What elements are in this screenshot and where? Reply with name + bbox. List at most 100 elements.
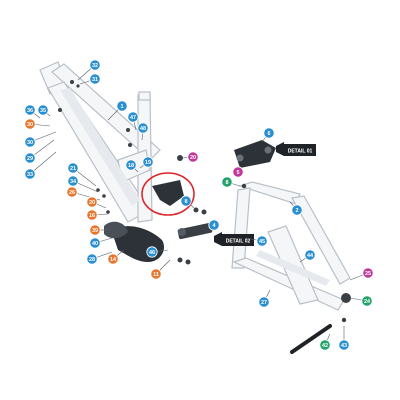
seat-tube-top [138, 91, 151, 101]
callout-number: 42 [322, 343, 328, 349]
callout-bubble [89, 73, 101, 85]
callout-number: 34 [70, 179, 77, 185]
callout-19: 19 [142, 156, 154, 168]
callout-number: 27 [261, 300, 267, 306]
callout-bubble [66, 186, 78, 198]
callout-bubble [24, 152, 36, 164]
detail-02-arrow [214, 232, 222, 246]
main-frame [39, 61, 161, 223]
callout-bubble [361, 295, 373, 307]
bolt [58, 108, 62, 112]
callout-bubble [67, 175, 79, 187]
seatstay-right [291, 195, 351, 285]
callout-47: 47 [127, 111, 139, 123]
callout-28: 28 [86, 253, 98, 265]
callout-number: 16 [89, 213, 95, 219]
callout-34: 34 [67, 175, 79, 187]
callout-number: 40 [92, 241, 98, 247]
callout-bubble [89, 224, 101, 236]
rear-axle [290, 324, 332, 354]
callout-bubble [116, 100, 128, 112]
callout-number: 19 [145, 160, 151, 166]
callout-45: 45 [256, 235, 268, 247]
callout-number: 47 [130, 115, 136, 121]
callout-bubble [137, 122, 149, 134]
callout-36: 36 [24, 104, 36, 116]
callout-bubble [304, 249, 316, 261]
callout-20: 20 [86, 196, 98, 208]
callout-bubble [221, 176, 233, 188]
callout-bubble [86, 209, 98, 221]
bolt [106, 210, 110, 214]
rocker-pivot-b [264, 146, 272, 154]
callout-bubble [263, 127, 275, 139]
callout-bubble [258, 296, 270, 308]
callout-bubble [146, 246, 158, 258]
callout-number: 48 [140, 126, 146, 132]
callout-46: 46 [146, 246, 158, 258]
down-tube-shade [60, 88, 140, 206]
callout-18: 18 [125, 159, 137, 171]
callout-bubble [24, 168, 36, 180]
callout-number: 43 [341, 343, 347, 349]
dropout [341, 293, 351, 303]
bolt [126, 128, 130, 132]
callout-35: 35 [37, 104, 49, 116]
callout-27: 27 [258, 296, 270, 308]
callout-bubble [24, 136, 36, 148]
detail-02-box [222, 234, 254, 246]
rocker-body [234, 140, 276, 168]
washer [177, 257, 183, 263]
detail-01-arrow [276, 142, 284, 156]
callout-bubble [89, 237, 101, 249]
top-tube [51, 63, 161, 161]
callout-48: 48 [137, 122, 149, 134]
callout-number: 29 [27, 156, 33, 162]
shock-eyelet-a [178, 228, 186, 236]
callout-number: 18 [128, 163, 134, 169]
callout-number: 24 [364, 299, 371, 305]
callout-24: 24 [361, 295, 373, 307]
callout-bubble [142, 156, 154, 168]
callout-bubble [125, 159, 137, 171]
callout-number: 14 [110, 257, 117, 263]
seatstay-top [238, 181, 301, 205]
callout-8: 8 [221, 176, 233, 188]
callout-26: 26 [66, 186, 78, 198]
washer [201, 209, 207, 215]
callout-number: 26 [69, 190, 75, 196]
callout-42: 42 [319, 339, 331, 351]
callout-bubble [107, 253, 119, 265]
motor-bracket [104, 221, 128, 239]
callout-bubble [150, 268, 162, 280]
bolt [102, 194, 106, 198]
callout-number: 36 [27, 108, 33, 114]
callout-bubble [319, 339, 331, 351]
shock-body [177, 222, 213, 240]
callout-30: 30 [24, 118, 36, 130]
callout-43: 43 [338, 339, 350, 351]
rear-triangle [231, 181, 351, 311]
callout-number: 30 [27, 122, 33, 128]
callout-bubble [187, 151, 199, 163]
callout-number: 5 [236, 170, 239, 176]
callout-8: 8 [180, 195, 192, 207]
callout-11: 11 [150, 268, 162, 280]
bolt [96, 188, 100, 192]
callout-2: 2 [291, 204, 303, 216]
callout-number: 20 [190, 155, 196, 161]
callout-20: 20 [187, 151, 199, 163]
bolt [177, 155, 183, 161]
bolt [241, 183, 247, 189]
callout-bubble [362, 267, 374, 279]
callout-bubble [208, 219, 220, 231]
detail-01-box [284, 144, 316, 156]
callout-number: 8 [184, 199, 187, 205]
callout-number: 2 [295, 208, 298, 214]
callout-number: 32 [92, 63, 98, 69]
washer [185, 259, 191, 265]
callout-bubble [127, 111, 139, 123]
hardware [58, 80, 347, 323]
detail-02-label: DETAIL 02 [214, 232, 254, 246]
